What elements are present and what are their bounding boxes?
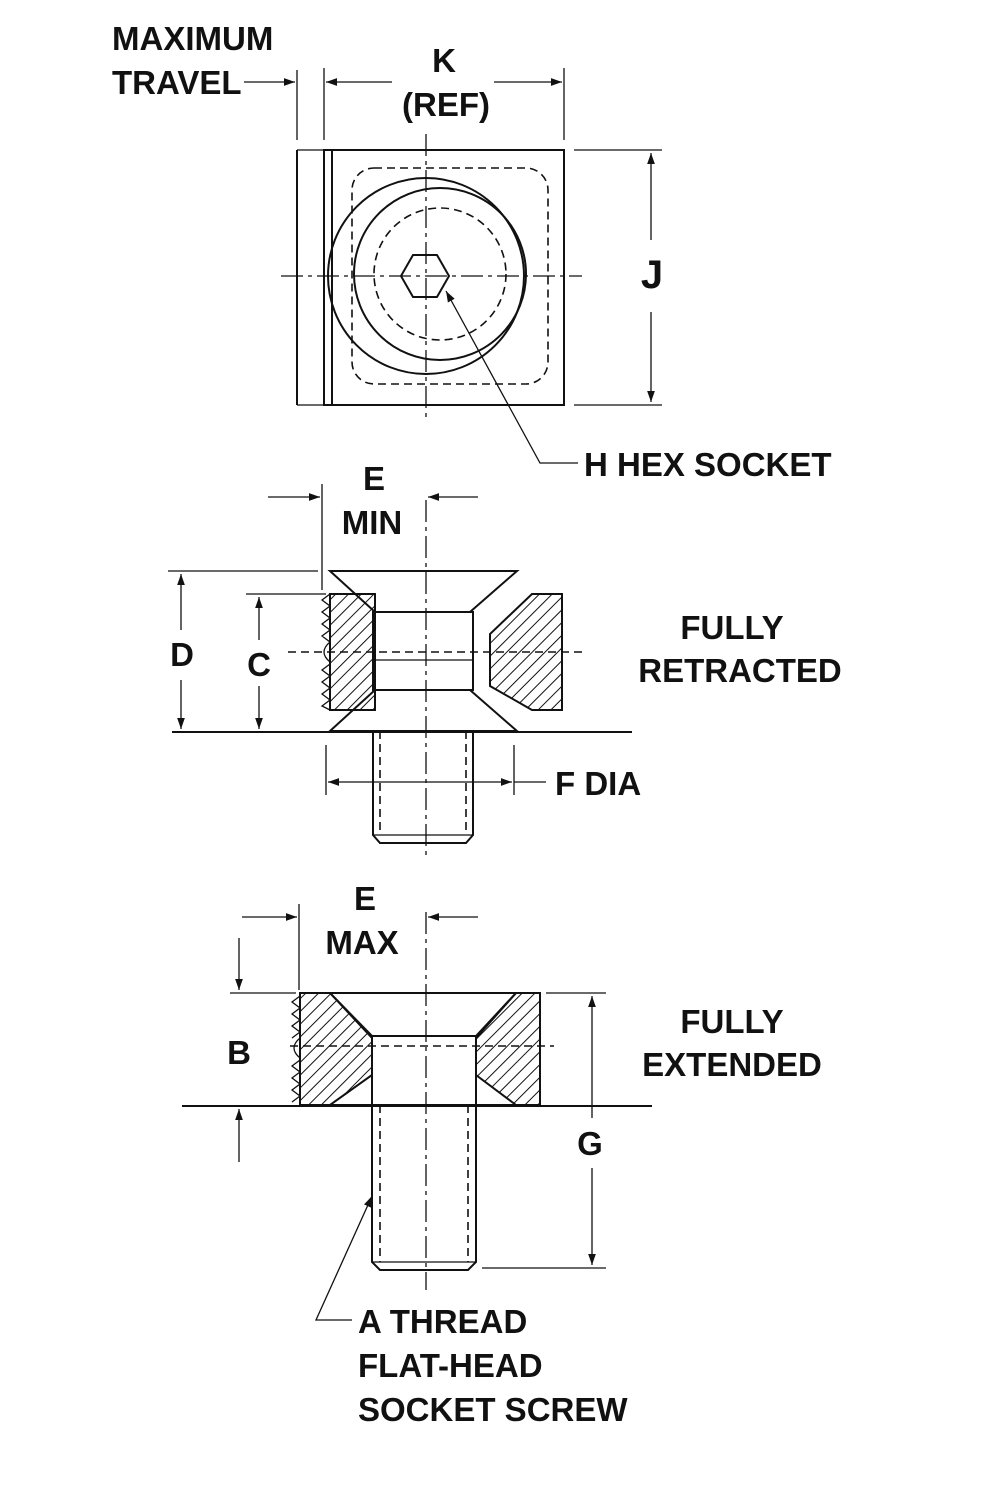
slot-outline [351, 167, 549, 385]
body-outline [323, 149, 565, 406]
max-travel-label-2: TRAVEL [112, 64, 242, 101]
e-max-label-1: E [354, 880, 376, 917]
screw-shank [372, 731, 474, 844]
e-max-label-2: MAX [325, 924, 398, 961]
a-thread-label: A THREAD [358, 1303, 527, 1340]
e-min-label-1: E [363, 460, 385, 497]
fully-retracted-label-1: FULLY [680, 609, 783, 646]
fully-extended-label-2: EXTENDED [642, 1046, 822, 1083]
dim-k-label: K [432, 42, 456, 79]
h-hex-socket-label: H HEX SOCKET [584, 446, 832, 483]
fully-retracted-label-2: RETRACTED [638, 652, 842, 689]
dim-g-label: G [577, 1125, 603, 1162]
max-travel-label-1: MAXIMUM [112, 20, 273, 57]
dim-d-label: D [170, 636, 194, 673]
hex-socket [399, 254, 451, 298]
top-view [244, 68, 662, 464]
dim-c-label: C [247, 646, 271, 683]
retracted-view [168, 484, 632, 860]
f-dia-label: F DIA [555, 765, 641, 802]
dim-k-ref-label: (REF) [402, 86, 490, 123]
body-section-left [329, 593, 376, 711]
ext-body-left [299, 992, 373, 1106]
flat-head-label: FLAT-HEAD [358, 1347, 543, 1384]
extended-view [182, 904, 652, 1321]
dim-j-label: J [641, 253, 663, 297]
socket-screw-label: SOCKET SCREW [358, 1391, 628, 1428]
dim-b-label: B [227, 1034, 251, 1071]
e-min-label-2: MIN [342, 504, 403, 541]
ext-screw-shank [371, 1105, 477, 1271]
fully-extended-label-1: FULLY [680, 1003, 783, 1040]
ext-body-right [475, 992, 541, 1106]
